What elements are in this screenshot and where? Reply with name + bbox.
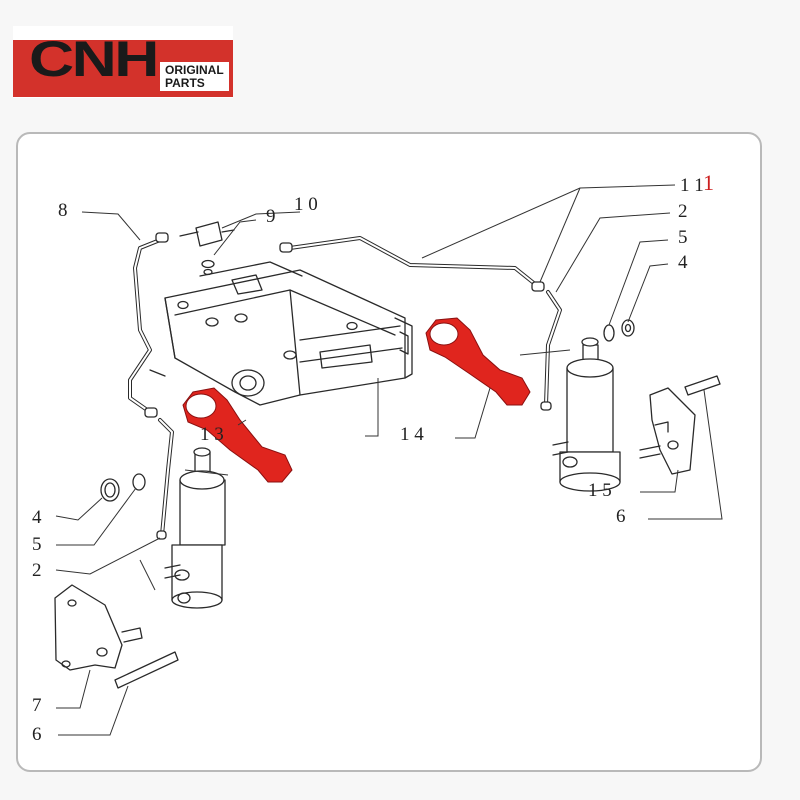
figure-number: 1 — [703, 170, 714, 195]
logo-tagline-line2: PARTS — [165, 76, 205, 90]
callout-labels: 8 1 0 9 1 1 1 2 5 4 1 3 1 4 1 5 6 4 5 2 … — [32, 170, 714, 745]
callout-14: 1 4 — [400, 424, 424, 445]
bracket-15 — [639, 387, 696, 475]
lift-housing — [164, 261, 413, 406]
washers-right — [603, 319, 635, 342]
bracket-7 — [54, 584, 143, 671]
callout-10: 1 0 — [294, 194, 318, 215]
pin-6-right — [684, 375, 721, 396]
callout-2-right: 2 — [678, 201, 688, 222]
pipe-8 — [128, 232, 169, 418]
callout-4-right: 4 — [678, 252, 688, 273]
callout-9: 9 — [266, 206, 276, 227]
leader-lines — [55, 184, 723, 736]
callout-11: 1 1 — [680, 175, 704, 196]
callout-15: 1 5 — [588, 480, 612, 501]
logo-tagline-line1: ORIGINAL — [165, 63, 224, 77]
diagram-frame — [16, 132, 762, 772]
pipe-2-left — [156, 418, 174, 540]
logo-tagline: ORIGINAL PARTS — [160, 62, 229, 91]
lift-arms-highlighted — [182, 317, 531, 483]
callout-2-left: 2 — [32, 560, 42, 581]
pin-6-left — [114, 651, 179, 689]
callout-5-right: 5 — [678, 227, 688, 248]
callout-5-left: 5 — [32, 534, 42, 555]
callout-6-left: 6 — [32, 724, 42, 745]
lift-cylinder-right — [552, 337, 621, 492]
pipe-11 — [279, 236, 545, 292]
callout-7: 7 — [32, 695, 42, 716]
callout-6-right: 6 — [616, 506, 626, 527]
callout-4-left: 4 — [32, 507, 42, 528]
lift-cylinder-left — [164, 447, 226, 609]
logo-brand-mark: CNH — [29, 31, 159, 87]
tee-fitting-10 — [179, 221, 235, 276]
callout-13: 1 3 — [200, 424, 224, 445]
cnh-logo: CNH ORIGINAL PARTS — [13, 26, 233, 98]
pipe-2-right — [540, 290, 562, 411]
callout-8: 8 — [58, 200, 68, 221]
washers-left — [100, 473, 146, 502]
